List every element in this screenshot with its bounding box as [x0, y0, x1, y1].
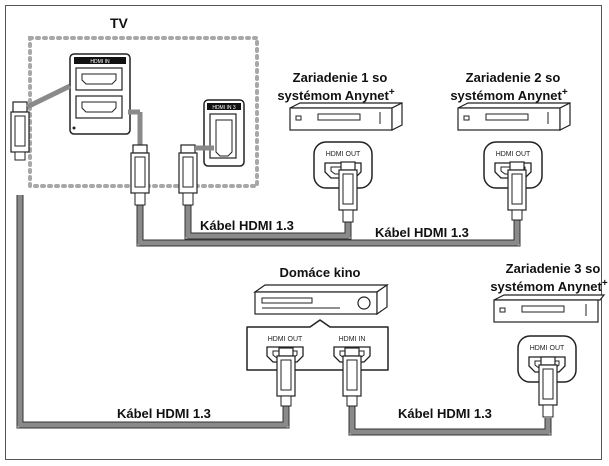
tv-hdmi-in-panel: HDMI IN	[69, 53, 131, 135]
tv-hdmi-in-3-panel: HDMI IN 3	[203, 99, 245, 167]
device-2-name-line2: systémom Anynet	[450, 88, 562, 103]
device-2-box	[457, 102, 571, 131]
tv-cable-plug-3	[178, 144, 214, 206]
device-1-port-label: HDMI OUT	[326, 151, 361, 158]
cable-label-tv-device1: Kábel HDMI 1.3	[200, 218, 294, 233]
cable-tv-to-device1	[185, 205, 351, 239]
device-2: Zariadenie 2 so systémom Anynet+ HDMI OU…	[450, 70, 571, 221]
cable-label-tv-device2: Kábel HDMI 1.3	[375, 225, 469, 240]
device-2-port-label: HDMI OUT	[496, 151, 531, 158]
home-theater-box	[253, 283, 389, 316]
cable-tv-to-device2	[137, 205, 520, 246]
svg-text:systémom Anynet+: systémom Anynet+	[490, 278, 608, 294]
cable-label-home-theater-device3: Kábel HDMI 1.3	[398, 406, 492, 421]
cable-home-theater-to-device3	[349, 405, 551, 435]
tv: TV HDMI IN HDMI IN 3	[10, 15, 259, 206]
cable-outlines	[16, 195, 552, 436]
tv-hdmi-in-label: HDMI IN	[90, 59, 110, 65]
diagram-frame	[5, 5, 602, 460]
device-3-name-line2: systémom Anynet	[490, 279, 602, 294]
device-2-plug	[507, 161, 527, 221]
home-theater-name: Domáce kino	[280, 265, 361, 280]
device-1: Zariadenie 1 so systémom Anynet+ HDMI OU…	[277, 70, 403, 223]
home-theater: Domáce kino HDMI OUT HDMI IN	[246, 265, 389, 407]
device-3-name-line1: Zariadenie 3 so	[506, 261, 601, 276]
cable-label-tv-home-theater: Kábel HDMI 1.3	[117, 406, 211, 421]
tv-cable-plug-2	[128, 109, 150, 206]
device-3-plug	[538, 356, 558, 418]
device-1-plug	[338, 161, 358, 223]
home-theater-plug-out	[276, 347, 296, 407]
device-3-box	[493, 294, 606, 323]
svg-text:systémom Anynet+: systémom Anynet+	[277, 87, 395, 103]
home-theater-plug-in	[342, 347, 362, 407]
device-3: Zariadenie 3 so systémom Anynet+ HDMI OU…	[490, 261, 608, 418]
tv-hdmi-in-3-label: HDMI IN 3	[212, 105, 236, 111]
device-1-box	[289, 102, 403, 131]
home-theater-out-label: HDMI OUT	[268, 336, 303, 343]
home-theater-port-panel: HDMI OUT HDMI IN	[246, 319, 389, 371]
tv-cable-plug-1	[10, 83, 72, 161]
device-1-name-line1: Zariadenie 1 so	[293, 70, 388, 85]
home-theater-in-label: HDMI IN	[339, 336, 366, 343]
device-2-name-line1: Zariadenie 2 so	[466, 70, 561, 85]
svg-text:systémom Anynet+: systémom Anynet+	[450, 87, 568, 103]
cable-lines	[17, 195, 551, 435]
cable-tv-to-home-theater	[17, 195, 289, 428]
device-1-name-line2: systémom Anynet	[277, 88, 389, 103]
tv-label: TV	[110, 15, 129, 31]
device-3-port-label: HDMI OUT	[530, 345, 565, 352]
